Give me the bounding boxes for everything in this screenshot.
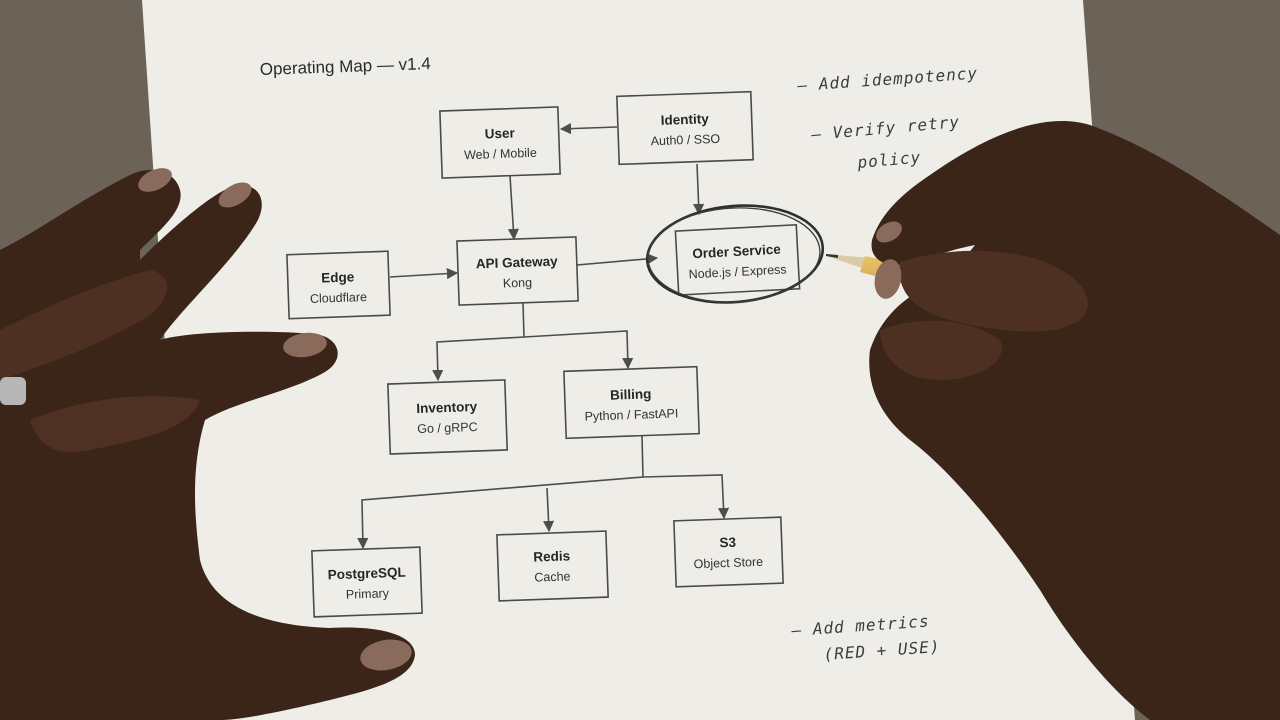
node-inventory-title: Inventory — [416, 399, 478, 416]
node-billing-title: Billing — [610, 386, 652, 402]
node-edge: Edge Cloudflare — [287, 251, 390, 318]
node-api-gateway-sub: Kong — [503, 275, 533, 290]
node-user: User Web / Mobile — [440, 107, 560, 178]
node-billing: Billing Python / FastAPI — [564, 367, 699, 439]
ring — [0, 377, 26, 405]
node-order-service[interactable]: Order Service Node.js / Express — [675, 225, 799, 295]
node-identity: Identity Auth0 / SSO — [617, 92, 753, 165]
node-redis-title: Redis — [533, 548, 570, 564]
node-edge-sub: Cloudflare — [310, 290, 367, 306]
node-identity-title: Identity — [660, 111, 709, 128]
node-user-title: User — [484, 125, 515, 141]
node-postgresql-title: PostgreSQL — [327, 565, 405, 583]
node-postgresql: PostgreSQL Primary — [312, 547, 422, 617]
node-api-gateway: API Gateway Kong — [457, 237, 578, 305]
node-inventory: Inventory Go / gRPC — [388, 380, 507, 454]
node-user-sub: Web / Mobile — [464, 146, 537, 163]
node-edge-title: Edge — [321, 269, 355, 285]
node-redis-sub: Cache — [534, 569, 571, 584]
node-identity-sub: Auth0 / SSO — [650, 132, 720, 148]
node-postgresql-sub: Primary — [346, 586, 390, 602]
node-s3-title: S3 — [719, 535, 737, 551]
node-inventory-sub: Go / gRPC — [417, 420, 478, 436]
node-api-gateway-title: API Gateway — [476, 254, 559, 272]
node-s3: S3 Object Store — [674, 517, 783, 587]
node-redis: Redis Cache — [497, 531, 608, 601]
node-s3-sub: Object Store — [693, 555, 763, 571]
